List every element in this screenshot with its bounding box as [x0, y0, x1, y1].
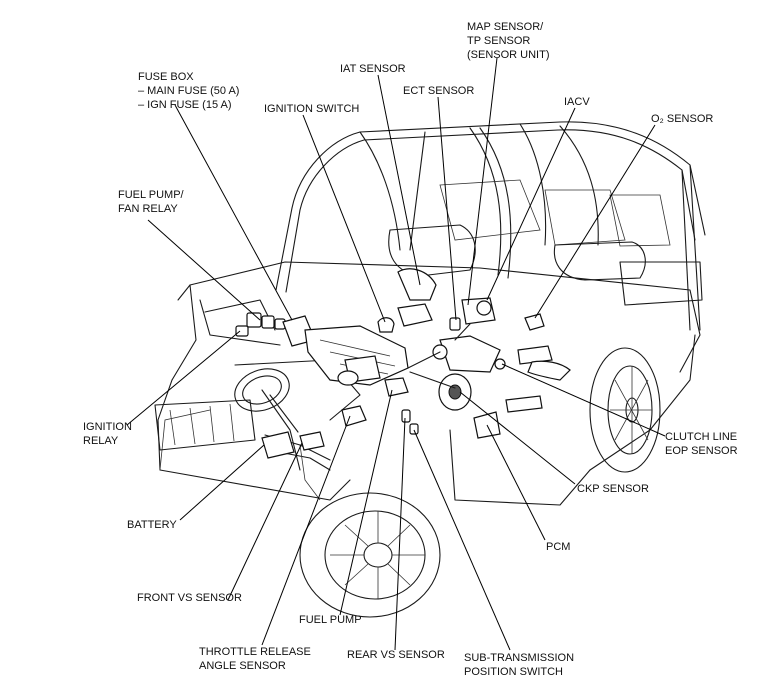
- label-battery-text: BATTERY: [127, 519, 177, 531]
- front-wheel: [299, 492, 441, 618]
- label-fuel-pump-relay-line2: FAN RELAY: [118, 203, 178, 215]
- label-o2-sensor: O₂ SENSOR: [651, 112, 713, 126]
- label-battery: BATTERY: [127, 518, 177, 532]
- label-fuel-pump-relay-line1: FUEL PUMP/: [118, 189, 184, 201]
- label-fuel-pump-text: FUEL PUMP: [299, 614, 362, 626]
- label-ignition-switch-text: IGNITION SWITCH: [264, 103, 360, 115]
- label-ckp-sensor-text: CKP SENSOR: [577, 483, 649, 495]
- label-pcm-text: PCM: [546, 541, 571, 553]
- label-ignition-relay-line1: IGNITION: [83, 421, 132, 433]
- seats: [388, 224, 703, 306]
- label-iat-sensor: IAT SENSOR: [340, 62, 406, 76]
- label-fuse-box-line1: FUSE BOX: [138, 71, 194, 83]
- label-ignition-switch: IGNITION SWITCH: [264, 102, 359, 116]
- label-throttle-release: THROTTLE RELEASE ANGLE SENSOR: [199, 645, 311, 673]
- label-clutch-line-eop: CLUTCH LINE EOP SENSOR: [665, 430, 738, 458]
- label-sub-transmission-line2: POSITION SWITCH: [464, 666, 563, 678]
- label-iacv: IACV: [564, 95, 590, 109]
- label-ckp-sensor: CKP SENSOR: [577, 482, 649, 496]
- label-map-sensor-line2: TP SENSOR: [467, 35, 531, 47]
- label-fuse-box: FUSE BOX – MAIN FUSE (50 A) – IGN FUSE (…: [138, 70, 239, 112]
- label-throttle-release-line1: THROTTLE RELEASE: [199, 646, 311, 658]
- label-map-sensor-line3: (SENSOR UNIT): [467, 49, 550, 61]
- label-front-vs-sensor: FRONT VS SENSOR: [137, 591, 242, 605]
- steering-wheel: [234, 368, 301, 471]
- label-ignition-relay-line2: RELAY: [83, 435, 119, 447]
- label-fuel-pump: FUEL PUMP: [299, 613, 362, 627]
- label-ignition-relay: IGNITION RELAY: [83, 420, 132, 448]
- components: [235, 268, 571, 459]
- label-sub-transmission-line1: SUB-TRANSMISSION: [464, 652, 575, 664]
- label-fuse-box-line3: – IGN FUSE (15 A): [138, 99, 232, 111]
- label-o2-sensor-text: O₂ SENSOR: [651, 113, 714, 125]
- label-clutch-line-line1: CLUTCH LINE: [665, 431, 738, 443]
- label-rear-vs-sensor-text: REAR VS SENSOR: [347, 649, 445, 661]
- label-fuel-pump-relay: FUEL PUMP/ FAN RELAY: [118, 188, 184, 216]
- label-rear-vs-sensor: REAR VS SENSOR: [347, 648, 445, 662]
- label-sub-transmission: SUB-TRANSMISSION POSITION SWITCH: [464, 651, 574, 679]
- label-front-vs-sensor-text: FRONT VS SENSOR: [137, 592, 242, 604]
- label-iat-sensor-text: IAT SENSOR: [340, 63, 406, 75]
- rear-wheel: [589, 347, 661, 473]
- label-ect-sensor: ECT SENSOR: [403, 84, 474, 98]
- label-fuse-box-line2: – MAIN FUSE (50 A): [138, 85, 240, 97]
- label-pcm: PCM: [546, 540, 570, 554]
- label-map-sensor-line1: MAP SENSOR/: [467, 21, 544, 33]
- label-throttle-release-line2: ANGLE SENSOR: [199, 660, 286, 672]
- label-iacv-text: IACV: [564, 96, 590, 108]
- label-clutch-line-line2: EOP SENSOR: [665, 445, 738, 457]
- leader-lines: [126, 57, 666, 651]
- roll-cage: [275, 121, 706, 331]
- label-map-sensor: MAP SENSOR/ TP SENSOR (SENSOR UNIT): [467, 20, 550, 62]
- label-ect-sensor-text: ECT SENSOR: [403, 85, 475, 97]
